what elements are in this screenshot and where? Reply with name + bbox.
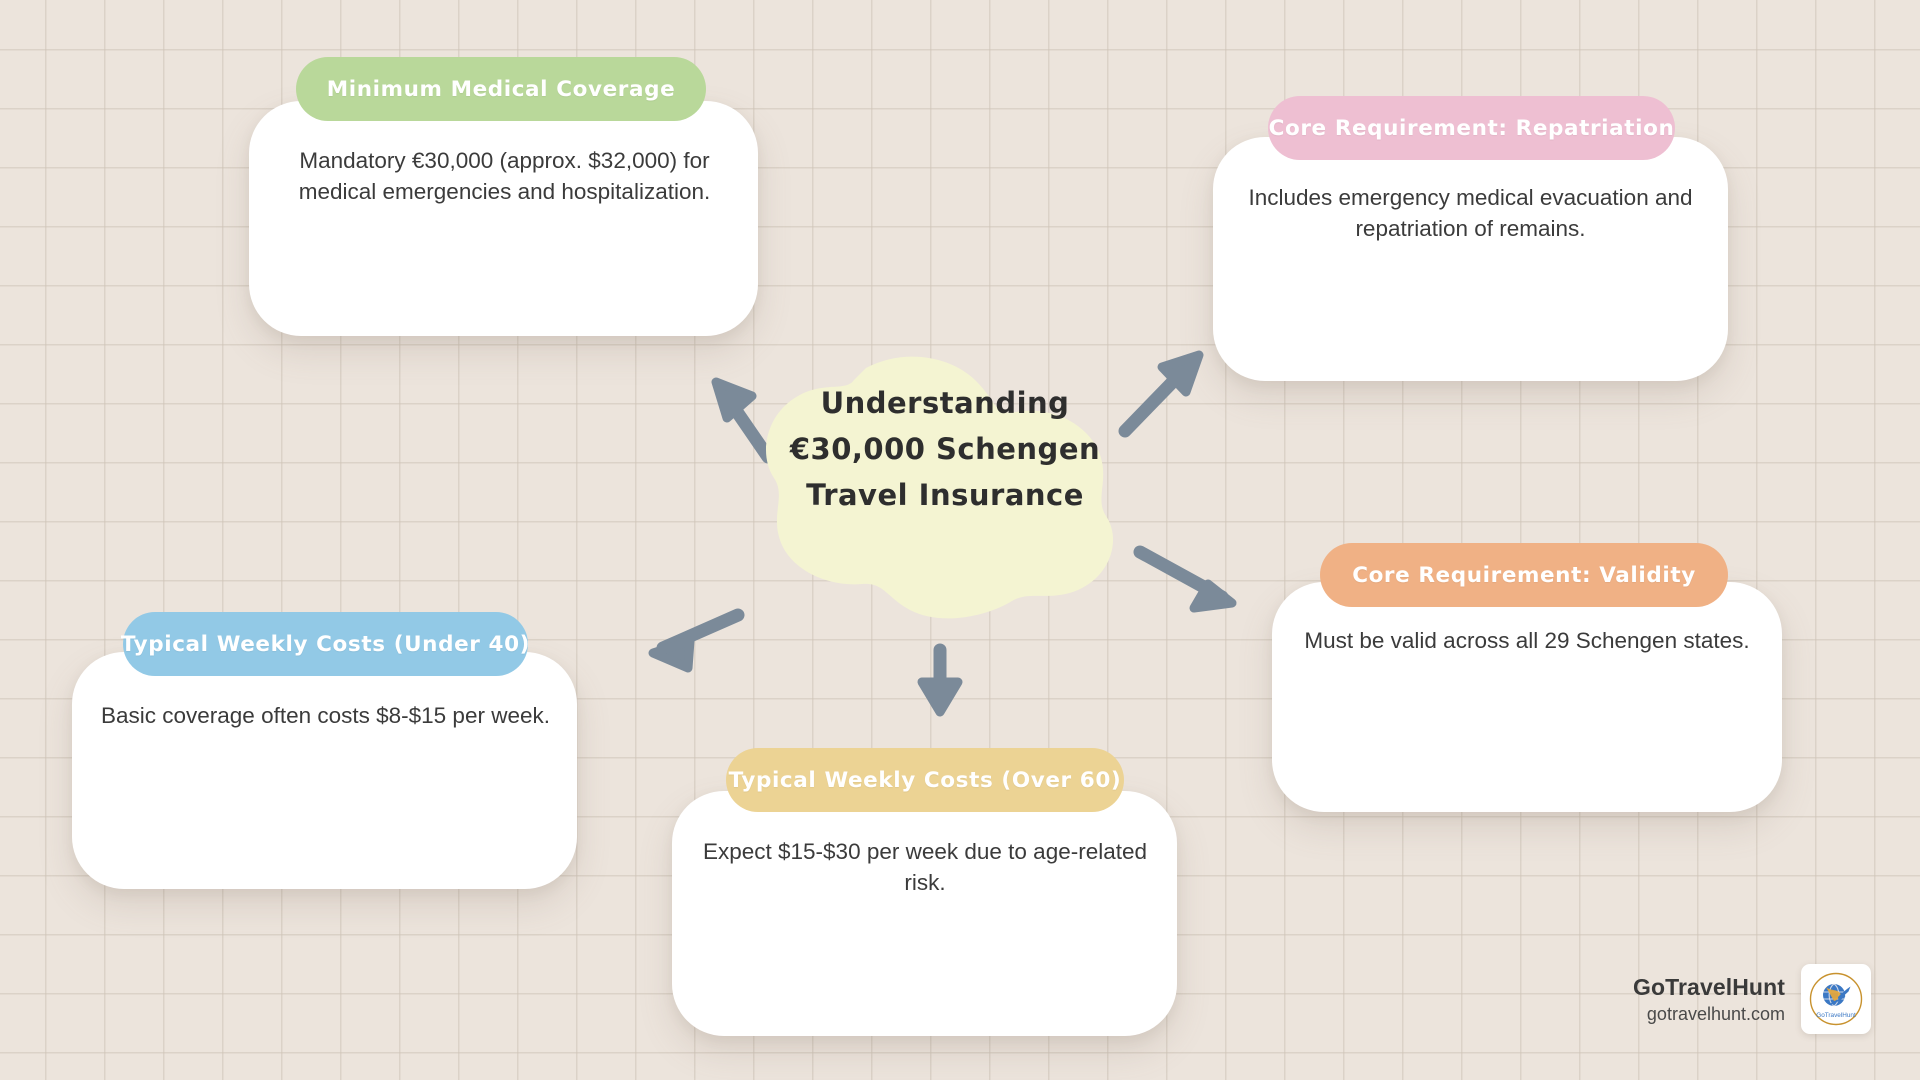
center-title-line-1: Understanding [820, 386, 1070, 420]
card-header-typical-weekly-costs-under-40: Typical Weekly Costs (Under 40) [121, 612, 529, 676]
card-header-minimum-medical-coverage: Minimum Medical Coverage [296, 57, 706, 121]
brand-logo: GoTravelHunt [1801, 964, 1871, 1034]
brand-text-block: GoTravelHunt gotravelhunt.com [1633, 974, 1785, 1025]
card-body-typical-weekly-costs-under-40: Basic coverage often costs $8-$15 per we… [100, 703, 550, 728]
card-header-core-requirement-validity: Core Requirement: Validity [1320, 543, 1728, 607]
card-header-typical-weekly-costs-over-60: Typical Weekly Costs (Over 60) [726, 748, 1124, 812]
card-body-core-requirement-validity: Must be valid across all 29 Schengen sta… [1304, 628, 1750, 653]
arrow-to-over60 [917, 643, 963, 717]
center-title: Understanding €30,000 Schengen Travel In… [780, 381, 1110, 518]
center-title-line-2: €30,000 Schengen [789, 431, 1101, 466]
card-core-requirement-validity [1272, 582, 1782, 812]
card-minimum-medical-coverage [249, 101, 758, 336]
brand-name: GoTravelHunt [1632, 973, 1785, 1000]
airplane-icon [1830, 986, 1851, 1005]
arrow-to-repatriation [1118, 350, 1204, 438]
card-typical-weekly-costs-over-60 [672, 791, 1177, 1036]
center-blob-shape [766, 356, 1114, 619]
center-title-line-3: Travel Insurance [806, 477, 1084, 512]
card-body-core-requirement-repatriation: Includes emergency medical evacuation an… [1248, 185, 1693, 242]
center-blob [754, 354, 1134, 622]
logo-wordmark: GoTravelHunt [1816, 1012, 1856, 1019]
arrow-to-validity [1133, 545, 1237, 613]
card-core-requirement-repatriation [1213, 137, 1728, 381]
arrow-to-under40 [648, 608, 745, 673]
logo-ring-icon [1809, 972, 1863, 1026]
card-body-typical-weekly-costs-over-60: Expect $15-$30 per week due to age-relat… [702, 839, 1148, 896]
card-header-core-requirement-repatriation: Core Requirement: Repatriation [1268, 96, 1675, 160]
brand-watermark: GoTravelHunt gotravelhunt.com GoTrav [1633, 964, 1871, 1034]
brand-url: gotravelhunt.com [1646, 1003, 1785, 1024]
card-body-minimum-medical-coverage: Mandatory €30,000 (approx. $32,000) for … [298, 148, 711, 205]
card-typical-weekly-costs-under-40 [72, 652, 577, 889]
